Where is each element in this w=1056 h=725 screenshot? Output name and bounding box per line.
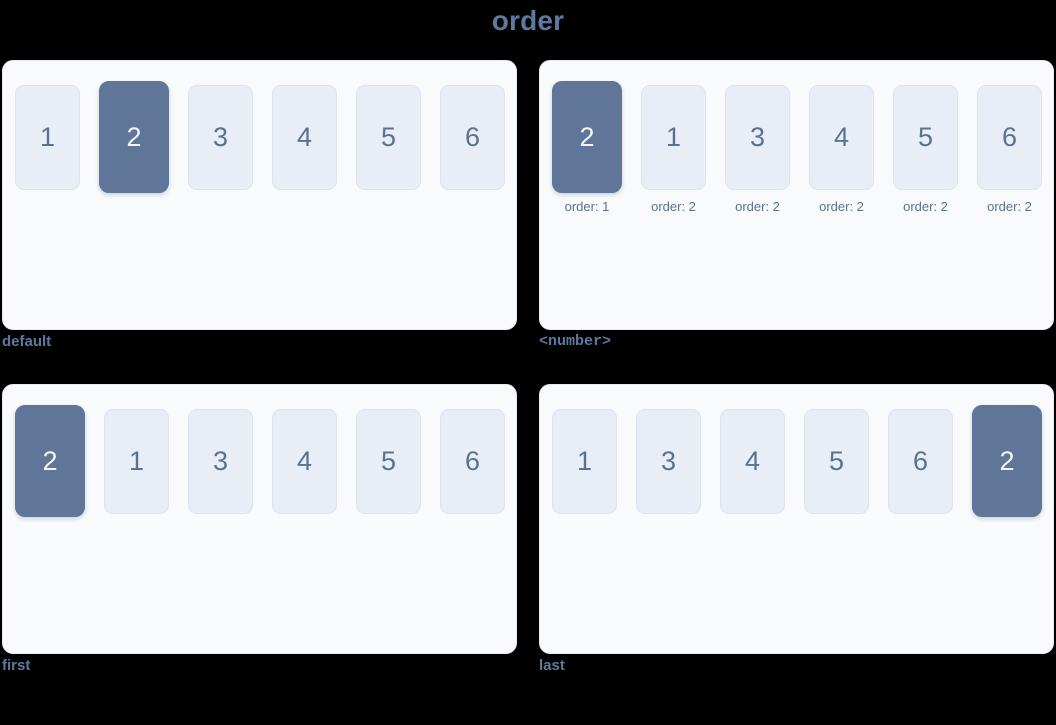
order-item[interactable]: 6 order: 2 [977, 85, 1042, 215]
order-item-box[interactable]: 3 [188, 85, 253, 190]
order-item[interactable]: 3 [188, 409, 253, 514]
order-item-box[interactable]: 5 [356, 409, 421, 514]
order-item[interactable]: 4 [272, 85, 337, 190]
order-item-box-selected[interactable]: 2 [552, 81, 622, 193]
order-item[interactable]: 2 [15, 405, 85, 517]
order-item-sublabel: order: 1 [564, 199, 610, 214]
order-item[interactable]: 4 [720, 409, 785, 514]
order-item-box[interactable]: 3 [725, 85, 790, 190]
order-item[interactable]: 6 [440, 409, 505, 514]
order-item-sublabel: order: 2 [735, 199, 780, 214]
order-item[interactable]: 2 [972, 405, 1042, 517]
order-item[interactable]: 2 order: 1 [552, 81, 622, 215]
order-item[interactable]: 5 [356, 85, 421, 190]
order-item-box[interactable]: 5 [893, 85, 958, 190]
panel-caption: last [539, 657, 565, 674]
order-item[interactable]: 2 [99, 81, 169, 193]
demo-cell: 2 order: 1 1 order: 2 3 order: 2 4 order: 2 5 ord… [539, 60, 1054, 350]
order-item[interactable]: 6 [888, 409, 953, 514]
order-item-box[interactable]: 4 [809, 85, 874, 190]
order-item[interactable]: 1 [552, 409, 617, 514]
page-title: order [491, 5, 565, 36]
order-item-box[interactable]: 4 [720, 409, 785, 514]
order-item[interactable]: 3 order: 2 [725, 85, 790, 215]
order-item-sublabel: order: 2 [903, 199, 948, 214]
order-item-sublabel: order: 2 [651, 199, 696, 214]
order-item-box[interactable]: 3 [636, 409, 701, 514]
order-item-box[interactable]: 1 [104, 409, 169, 514]
order-item-box[interactable]: 3 [188, 409, 253, 514]
order-item-box[interactable]: 1 [552, 409, 617, 514]
order-item-box[interactable]: 5 [804, 409, 869, 514]
order-item[interactable]: 5 order: 2 [893, 85, 958, 215]
panel-caption: default [2, 333, 52, 350]
order-item[interactable]: 3 [188, 85, 253, 190]
order-item[interactable]: 4 [272, 409, 337, 514]
order-item-box[interactable]: 5 [356, 85, 421, 190]
order-item[interactable]: 4 order: 2 [809, 85, 874, 215]
order-item-box[interactable]: 4 [272, 85, 337, 190]
order-item[interactable]: 3 [636, 409, 701, 514]
order-item-box[interactable]: 1 [15, 85, 80, 190]
order-item-box[interactable]: 6 [977, 85, 1042, 190]
order-item-box[interactable]: 6 [440, 409, 505, 514]
order-item-box-selected[interactable]: 2 [15, 405, 85, 517]
order-item[interactable]: 5 [804, 409, 869, 514]
order-item[interactable]: 1 order: 2 [641, 85, 706, 215]
order-item-box[interactable]: 1 [641, 85, 706, 190]
demo-panel: 2 order: 1 1 order: 2 3 order: 2 4 order: 2 5 ord… [539, 60, 1054, 330]
order-item-sublabel: order: 2 [987, 199, 1032, 214]
order-item-box-selected[interactable]: 2 [99, 81, 169, 193]
order-item[interactable]: 6 [440, 85, 505, 190]
order-item[interactable]: 5 [356, 409, 421, 514]
order-item-box[interactable]: 4 [272, 409, 337, 514]
order-item[interactable]: 1 [15, 85, 80, 190]
order-item-sublabel: order: 2 [819, 199, 864, 214]
panel-caption: first [2, 657, 31, 674]
panel-caption: <number> [539, 333, 612, 350]
order-item[interactable]: 1 [104, 409, 169, 514]
order-item-box[interactable]: 6 [440, 85, 505, 190]
order-item-box-selected[interactable]: 2 [972, 405, 1042, 517]
order-item-box[interactable]: 6 [888, 409, 953, 514]
